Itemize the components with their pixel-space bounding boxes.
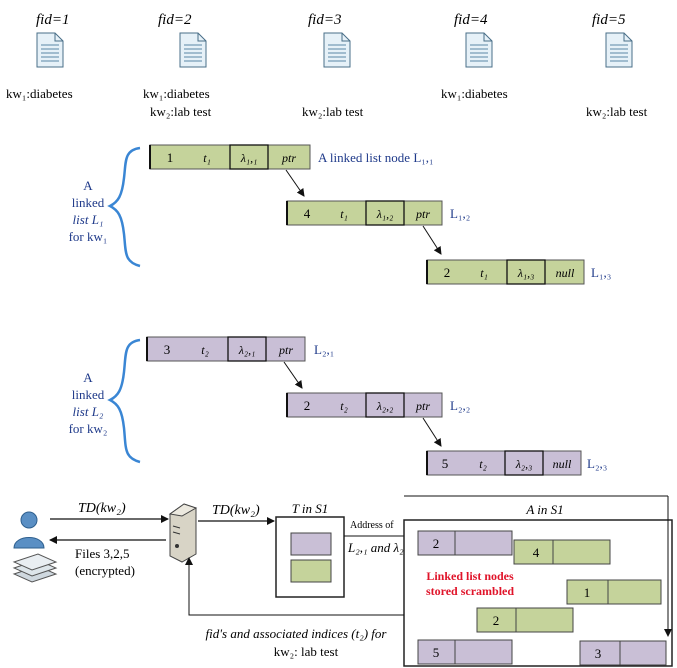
node-index: t₂ [201,343,209,357]
keyword-label: kw₁:diabetes [6,86,73,101]
keyword-label: kw₂:lab test [150,104,212,119]
file-3: fid=3 kw₂:lab test [302,12,364,119]
file-stack-icon [12,553,58,583]
node-fid: 5 [442,456,449,471]
node-index: t₂ [340,399,348,413]
brace-label: A [83,370,93,385]
fid-label: fid=5 [592,12,626,28]
brace-label: linked [72,195,105,210]
node-pointer: null [556,266,575,280]
node-fid: 5 [433,645,440,660]
document-icon [36,32,64,68]
trapdoor-label: TD(kw₂) [212,503,260,518]
node-lambda: λ₂,₁ [238,343,256,357]
document-icon [179,32,207,68]
node-index: t₁ [340,207,348,221]
keyword-label: kw₁:diabetes [143,86,210,101]
node-pointer: null [553,457,572,471]
scrambled-label: stored scrambled [426,584,514,598]
file-4: fid=4 kw₁:diabetes [441,12,508,101]
node-fid: 3 [164,342,171,357]
node-caption: L₁,₃ [591,265,611,280]
result-label: kw₂: lab test [274,644,339,659]
scrambled-label: Linked list nodes [426,569,514,583]
brace-icon [107,146,141,268]
brace-label: A [83,178,93,193]
node-caption: L₂,₃ [587,456,607,471]
brace-icon [107,338,141,464]
node-caption: L₂,₁ [314,342,334,357]
result-label: fid's and associated indices (t₂) for [206,626,388,641]
a-title: A in S1 [525,502,563,517]
keyword-label: kw₂:lab test [586,104,648,119]
files-returned-label: Files 3,2,5 [75,546,130,561]
node-fid: 2 [493,613,500,628]
brace-label: for kw₁ [69,229,108,244]
node-index: t₁ [203,151,211,165]
fid-label: fid=1 [36,12,69,28]
file-5: fid=5 kw₂:lab test [586,12,648,119]
table-t: T in S1 [275,501,345,598]
scrambled-node: 2 [417,530,513,556]
scrambled-node: 5 [417,639,513,665]
document-icon [323,32,351,68]
node-pointer: ptr [278,343,293,357]
node-index: t₁ [480,266,488,280]
node-fid: 2 [444,265,451,280]
node-pointer: ptr [415,207,430,221]
document-icon [605,32,633,68]
address-label: L₂,₁ and λ₂,₁ [347,540,411,555]
node-pointer: ptr [281,151,296,165]
files-returned-label: (encrypted) [75,563,135,578]
list-node: 2 t₂ λ₂,₂ ptr [286,392,443,418]
node-fid: 4 [533,545,540,560]
node-fid: 2 [433,536,440,551]
node-lambda: λ₁,₁ [240,151,258,165]
keyword-label: kw₂:lab test [302,104,364,119]
linked-list-1: A linked list L₁ for kw₁ 1 t₁ λ₁,₁ ptr A… [69,144,611,285]
linked-list-2: A linked list L₂ for kw₂ 3 t₂ λ₂,₁ ptr L… [69,336,607,476]
keyword-label: kw₁:diabetes [441,86,508,101]
brace-label: linked [72,387,105,402]
node-lambda: λ₂,₃ [515,457,533,471]
brace-label: list L₂ [73,404,104,419]
node-caption: L₂,₂ [450,398,470,413]
scrambled-node: 3 [579,640,667,666]
scrambled-node: 2 [476,607,574,633]
user-icon [13,511,45,549]
list-node: 4 t₁ λ₁,₂ ptr [286,200,443,226]
node-lambda: λ₁,₂ [376,207,394,221]
fid-label: fid=4 [454,12,488,28]
trapdoor-label: TD(kw₂) [78,501,126,516]
list-node: 2 t₁ λ₁,₃ null [426,259,585,285]
file-1: fid=1 kw₁:diabetes [6,12,73,101]
brace-label: for kw₂ [69,421,108,436]
brace-label: list L₁ [73,212,104,227]
node-lambda: λ₂,₂ [376,399,394,413]
list-node: 5 t₂ λ₂,₃ null [426,450,582,476]
node-pointer: ptr [415,399,430,413]
node-fid: 2 [304,398,311,413]
list-node: 1 t₁ λ₁,₁ ptr [149,144,311,170]
document-icon [465,32,493,68]
node-index: t₂ [479,457,487,471]
node-caption: A linked list node L₁,₁ [318,150,434,165]
node-fid: 1 [167,150,174,165]
node-fid: 3 [595,646,602,661]
scrambled-node: 1 [566,579,662,605]
fid-label: fid=3 [308,12,341,28]
list-node: 3 t₂ λ₂,₁ ptr [146,336,306,362]
address-label: Address of [350,520,394,531]
node-caption: L₁,₂ [450,206,470,221]
file-2: fid=2 kw₁:diabetes kw₂:lab test [143,12,212,119]
server-icon [168,503,198,563]
scrambled-node: 4 [513,539,611,565]
t-title: T in S1 [292,501,329,516]
array-a: A in S1 2 4 Linked list nodes stored scr… [403,495,673,667]
node-fid: 1 [584,585,591,600]
fid-label: fid=2 [158,12,192,28]
node-fid: 4 [304,206,311,221]
node-lambda: λ₁,₃ [517,266,535,280]
